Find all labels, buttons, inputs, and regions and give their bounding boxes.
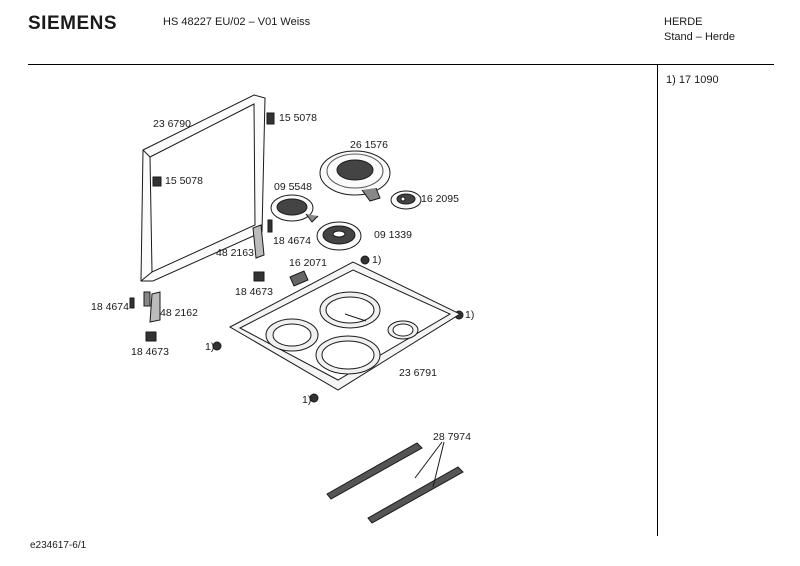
hinge-bracket-icon (129, 219, 273, 342)
model-title: HS 48227 EU/02 – V01 Weiss (163, 16, 311, 28)
part-number-label: 18 4673 (235, 286, 273, 298)
brand-logo: SIEMENS (28, 13, 118, 34)
category-title: HERDE (664, 16, 703, 28)
footnote-marker: 1) (302, 394, 312, 406)
back-panel-frame (140, 94, 266, 282)
part-number-label: 16 2095 (421, 193, 459, 205)
part-number-label: 23 6791 (399, 367, 437, 379)
part-number-label: 23 6790 (153, 118, 191, 130)
part-number-label: 09 1339 (374, 229, 412, 241)
part-number-label: 15 5078 (165, 175, 203, 187)
cooktop-frame (228, 261, 462, 391)
footnote-marker: 1) (205, 341, 215, 353)
part-number-label: 48 2162 (160, 307, 198, 319)
part-number-label: 18 4673 (131, 346, 169, 358)
hotplate-icon (316, 221, 362, 251)
footnote-marker: 1) (465, 309, 475, 321)
hotplate-large-icon (319, 150, 391, 202)
footnote-marker: 1) (372, 254, 382, 266)
part-number-label: 16 2071 (289, 257, 327, 269)
trim-strip-icon (326, 441, 464, 524)
subcategory-title: Stand – Herde (664, 31, 735, 43)
part-number-label: 15 5078 (279, 112, 317, 124)
notes-divider (657, 65, 658, 536)
drawing-id: e234617-6/1 (30, 540, 87, 551)
part-number-label: 28 7974 (433, 431, 471, 443)
part-number-label: 09 5548 (274, 181, 312, 193)
header-divider (28, 64, 774, 65)
clip-icon (152, 112, 275, 187)
part-number-label: 26 1576 (350, 139, 388, 151)
part-number-label: 18 4674 (91, 301, 129, 313)
connector-block-icon (289, 270, 309, 287)
hotplate-small-icon (390, 190, 422, 210)
part-number-label: 48 2163 (216, 247, 254, 259)
hotplate-medium-icon (270, 194, 319, 223)
part-number-label: 18 4674 (273, 235, 311, 247)
footnote-1: 1) 17 1090 (666, 74, 719, 86)
